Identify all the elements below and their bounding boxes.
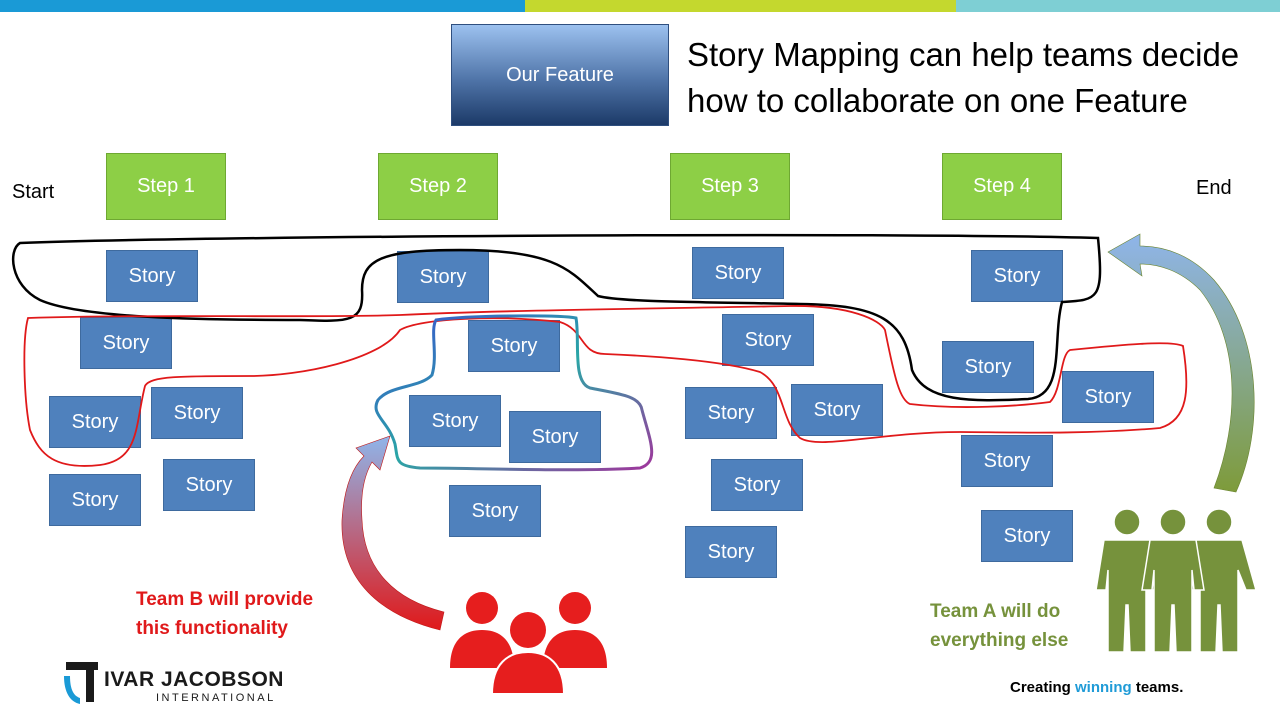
story-card: Story: [685, 387, 777, 439]
story-label: Story: [993, 264, 1041, 287]
story-card: Story: [791, 384, 883, 436]
story-card: Story: [468, 320, 560, 372]
story-card: Story: [49, 396, 141, 448]
team-a-line2: everything else: [930, 630, 1069, 651]
team-a-caption: Team A will do everything else: [930, 597, 1068, 655]
step-2: Step 2: [378, 153, 498, 220]
story-label: Story: [128, 264, 176, 287]
story-label: Story: [185, 473, 233, 496]
top-bar-green: [525, 0, 956, 12]
story-label: Story: [71, 410, 119, 433]
top-bar-blue: [0, 0, 525, 12]
story-card: Story: [449, 485, 541, 537]
story-label: Story: [173, 401, 221, 424]
team-b-arrow: [341, 435, 445, 631]
step-4: Step 4: [942, 153, 1062, 220]
slide-title: Story Mapping can help teams decide how …: [687, 36, 1240, 119]
step-label: Step 1: [137, 175, 195, 197]
team-a-people-icon: [1095, 508, 1257, 653]
story-label: Story: [431, 409, 479, 432]
story-card: Story: [722, 314, 814, 366]
story-card: Story: [942, 341, 1034, 393]
story-label: Story: [964, 355, 1012, 378]
story-card: Story: [80, 317, 172, 369]
tagline-post: teams.: [1131, 679, 1184, 696]
story-label: Story: [813, 398, 861, 421]
step-label: Step 2: [409, 175, 467, 197]
black-outline: [11, 233, 1102, 402]
story-label: Story: [471, 499, 519, 522]
feature-box: Our Feature: [451, 24, 669, 126]
tagline: Creating winning teams.: [1010, 679, 1183, 696]
top-bar-teal: [956, 0, 1280, 12]
story-label: Story: [744, 328, 792, 351]
logo-name: IVAR JACOBSON: [104, 668, 284, 691]
story-label: Story: [707, 401, 755, 424]
story-card: Story: [49, 474, 141, 526]
story-card: Story: [711, 459, 803, 511]
story-card: Story: [961, 435, 1053, 487]
team-b-caption: Team B will provide this functionality: [136, 585, 313, 643]
team-b-people-icon: [450, 592, 607, 695]
story-label: Story: [531, 425, 579, 448]
story-label: Story: [419, 265, 467, 288]
ivar-jacobson-logo-icon: [64, 662, 98, 704]
story-card: Story: [106, 250, 198, 302]
start-label: Start: [12, 181, 55, 203]
story-label: Story: [983, 449, 1031, 472]
story-label: Story: [71, 488, 119, 511]
story-card: Story: [981, 510, 1073, 562]
story-card: Story: [397, 251, 489, 303]
team-b-line1: Team B will provide: [136, 589, 314, 610]
step-3: Step 3: [670, 153, 790, 220]
end-label: End: [1196, 177, 1232, 199]
story-label: Story: [1003, 524, 1051, 547]
story-label: Story: [707, 540, 755, 563]
story-label: Story: [102, 331, 150, 354]
story-card: Story: [409, 395, 501, 447]
story-label: Story: [1084, 385, 1132, 408]
purple-outline: [374, 314, 654, 472]
story-card: Story: [163, 459, 255, 511]
team-b-line2: this functionality: [136, 618, 288, 639]
story-card: Story: [692, 247, 784, 299]
story-card: Story: [971, 250, 1063, 302]
feature-label: Our Feature: [506, 63, 614, 86]
story-label: Story: [490, 334, 538, 357]
team-a-line1: Team A will do: [930, 601, 1061, 622]
step-1: Step 1: [106, 153, 226, 220]
story-card: Story: [509, 411, 601, 463]
step-label: Step 4: [973, 175, 1031, 197]
red-outline: [23, 305, 1188, 467]
tagline-pre: Creating: [1010, 679, 1076, 696]
story-label: Story: [714, 261, 762, 284]
story-card: Story: [151, 387, 243, 439]
story-label: Story: [733, 473, 781, 496]
logo-subtitle: INTERNATIONAL: [156, 692, 276, 704]
team-a-arrow: [1107, 233, 1255, 493]
story-card: Story: [1062, 371, 1154, 423]
tagline-highlight: winning: [1075, 679, 1132, 696]
story-card: Story: [685, 526, 777, 578]
step-label: Step 3: [701, 175, 759, 197]
